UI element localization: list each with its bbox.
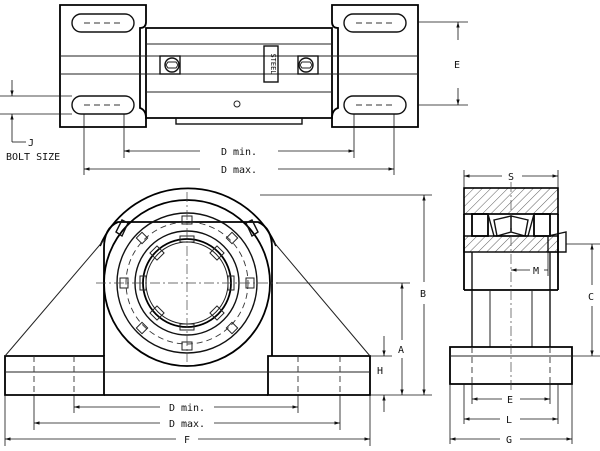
dim-label-d-max-top: D max. [221,165,257,176]
dim-label-j: J [28,138,34,149]
dim-label-a: A [398,345,404,356]
side-view [449,182,573,392]
dim-label-f: F [184,435,190,446]
top-view: STEEL [59,4,419,128]
dim-label-d-min-top: D min. [221,147,257,158]
dim-label-s: S [508,172,514,183]
dim-label-g: G [506,435,512,446]
dim-label-l: L [506,415,512,426]
dim-label-e-side: E [507,395,513,406]
front-view [4,187,371,396]
side-view-dimensions: S M C E L G [449,170,600,446]
dim-label-b: B [420,289,426,300]
top-view-dimensions: E J BOLT SIZE D min. D max. [0,21,468,176]
dim-label-e-top: E [454,60,460,71]
steel-stamp-label: STEEL [269,53,277,74]
dim-label-m: M [533,266,539,277]
dim-label-c: C [588,292,594,303]
front-view-dimensions: B A H D min. D max. F [4,194,432,446]
bolt-size-label: BOLT SIZE [6,152,60,163]
dim-label-d-max-bottom: D max. [169,419,205,430]
dim-label-d-min-bottom: D min. [169,403,205,414]
dim-label-h: H [377,366,383,377]
